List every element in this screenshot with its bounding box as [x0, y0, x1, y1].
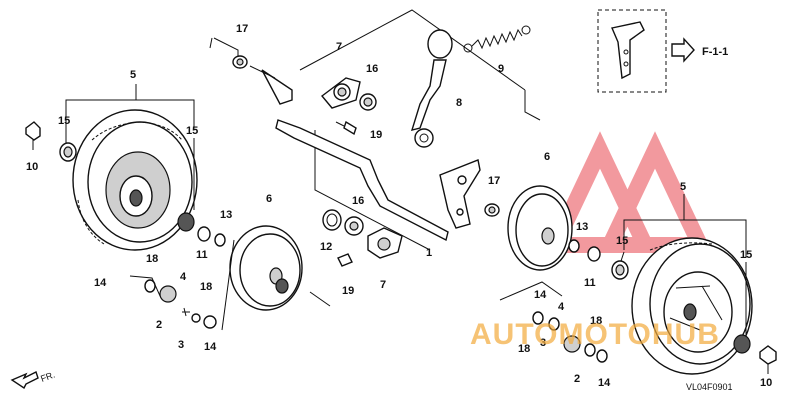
reference-box — [597, 9, 695, 93]
callout-10: 10 — [26, 161, 38, 173]
callout-15: 15 — [616, 235, 628, 247]
callout-4: 4 — [558, 301, 565, 313]
callout-3: 3 — [540, 337, 546, 349]
callout-7: 7 — [380, 279, 386, 291]
callout-15: 15 — [186, 125, 198, 137]
callout-19: 19 — [342, 285, 354, 297]
right-hub-parts — [499, 281, 608, 363]
reference-label: F-1-1 — [702, 46, 728, 58]
shift-lever — [410, 29, 453, 148]
callout-17: 17 — [488, 175, 500, 187]
callout-14: 14 — [204, 341, 217, 353]
left-wheel — [72, 109, 198, 251]
left-hub-parts — [129, 212, 226, 329]
left-wheel-callout-lines — [65, 84, 195, 210]
bracket-assembly-mid — [322, 209, 403, 267]
callout-1: 1 — [426, 247, 432, 259]
callout-18: 18 — [146, 253, 158, 265]
callout-6: 6 — [544, 151, 550, 163]
callout-4: 4 — [180, 271, 187, 283]
callout-18: 18 — [590, 315, 602, 327]
callout-19: 19 — [370, 129, 382, 141]
watermark-text: AUTOMOTOHUB — [470, 318, 720, 351]
callout-2: 2 — [156, 319, 162, 331]
right-wheel-cap-and-bolt — [611, 260, 777, 374]
watermark-logo — [542, 131, 713, 253]
callout-17: 17 — [236, 23, 248, 35]
spring — [463, 25, 531, 53]
callout-10: 10 — [760, 377, 772, 389]
callout-7: 7 — [336, 41, 342, 53]
callout-numbers: 17 7 16 19 9 8 5 15 15 10 6 13 11 12 16 … — [26, 23, 772, 392]
collar-top — [232, 55, 248, 69]
collar-mid — [484, 203, 500, 217]
left-wheel-bolt — [25, 121, 77, 162]
axle-rod — [249, 65, 481, 242]
callout-14: 14 — [534, 289, 547, 301]
callout-11: 11 — [196, 249, 208, 261]
left-pulley — [221, 225, 331, 331]
callout-14: 14 — [94, 277, 107, 289]
callout-13: 13 — [576, 221, 588, 233]
callout-16: 16 — [352, 195, 364, 207]
connector-lines — [209, 9, 541, 251]
callout-12: 12 — [320, 241, 332, 253]
callout-14: 14 — [598, 377, 611, 389]
callout-15: 15 — [740, 249, 752, 261]
callout-15: 15 — [58, 115, 70, 127]
right-wheel — [631, 237, 753, 375]
callout-11: 11 — [584, 277, 596, 289]
callout-18: 18 — [200, 281, 212, 293]
callout-5: 5 — [130, 69, 136, 81]
callout-18: 18 — [518, 343, 530, 355]
callout-3: 3 — [178, 339, 184, 351]
callout-16: 16 — [366, 63, 378, 75]
callout-13: 13 — [220, 209, 232, 221]
front-arrow — [10, 371, 39, 390]
callout-8: 8 — [456, 97, 462, 109]
callout-6: 6 — [266, 193, 272, 205]
callout-5: 5 — [680, 181, 686, 193]
right-pulley — [507, 185, 601, 271]
bracket-assembly-top — [320, 77, 377, 136]
callout-2: 2 — [574, 373, 580, 385]
front-label: FR. — [39, 370, 56, 384]
callout-9: 9 — [498, 63, 504, 75]
figure-code: VL04F0901 — [686, 382, 733, 392]
